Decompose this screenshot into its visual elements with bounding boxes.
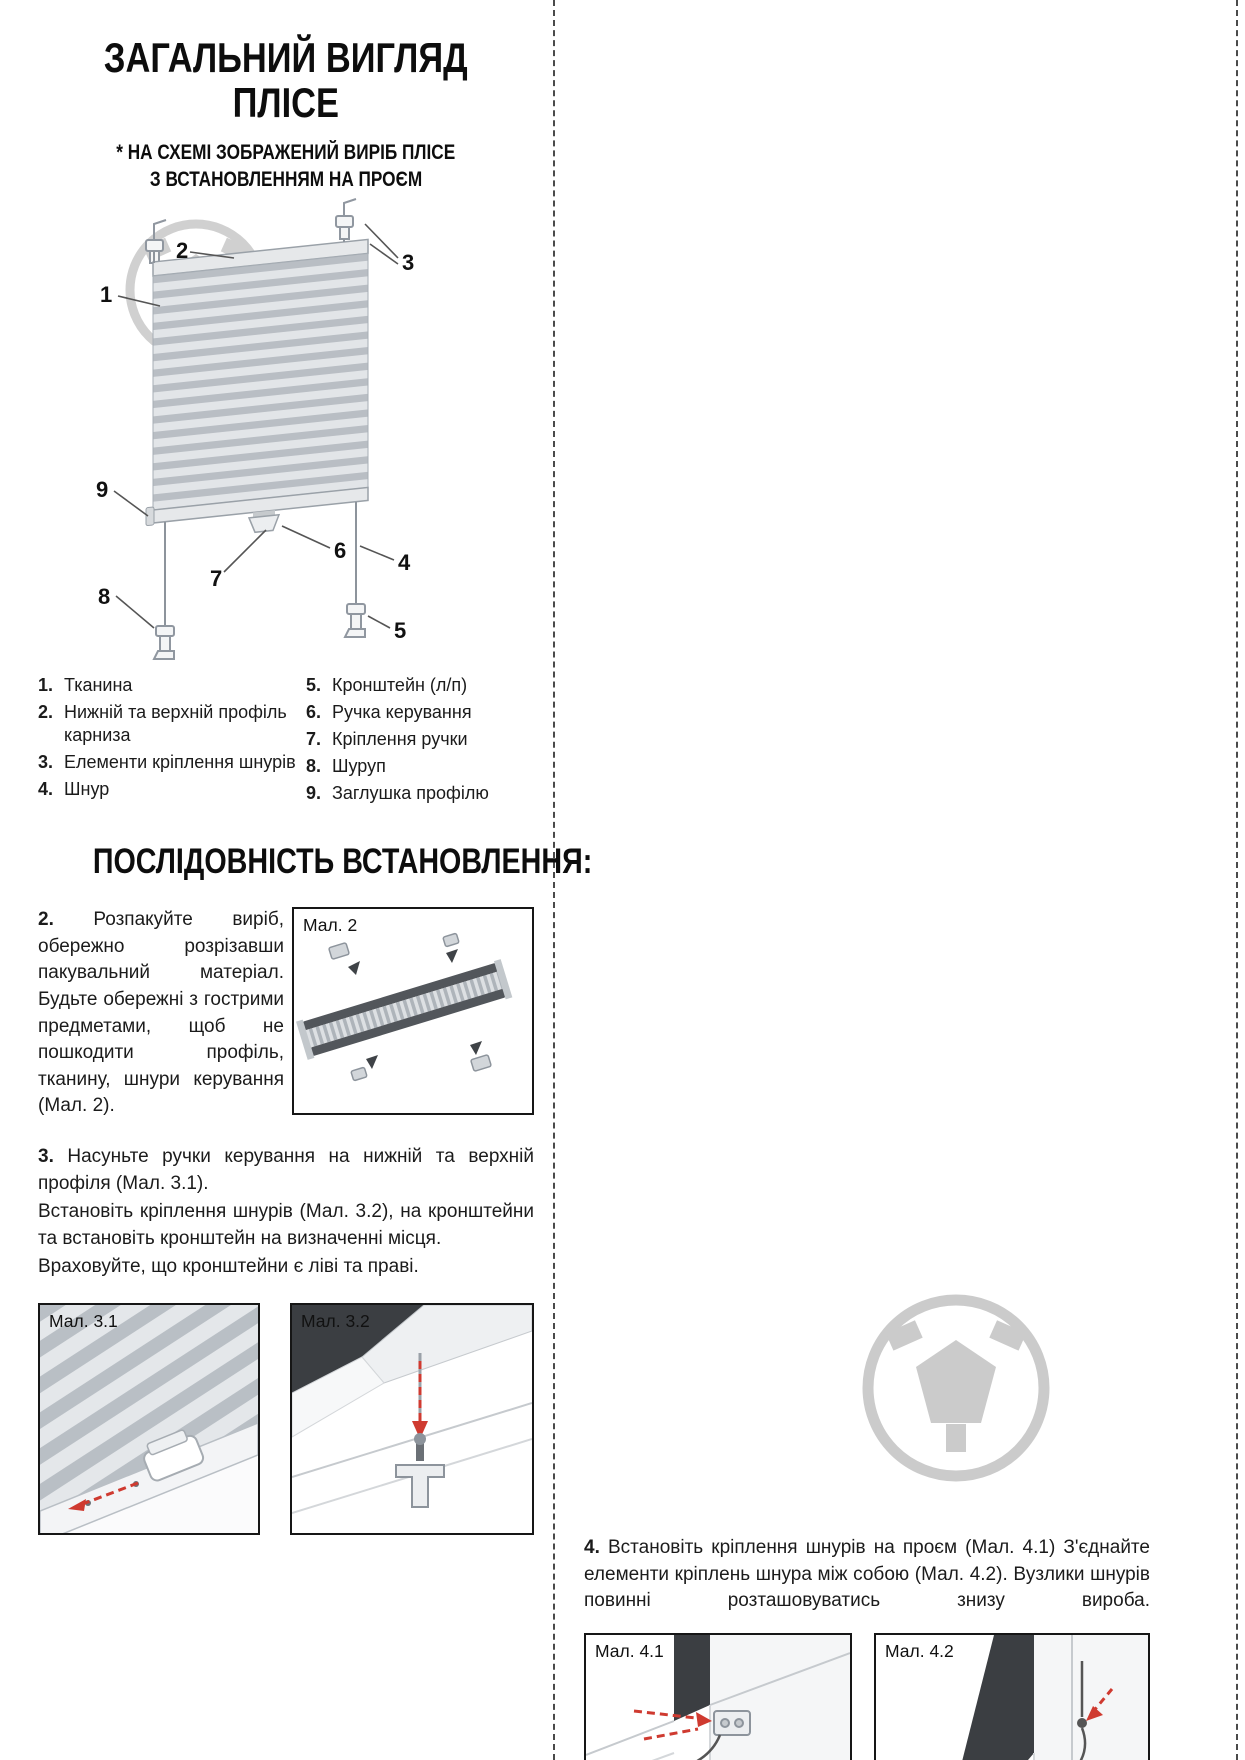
blind-body xyxy=(145,238,369,533)
legend-item: 5.Кронштейн (л/п) xyxy=(306,674,468,695)
page-title-line1: ЗАГАЛЬНИЙ ВИГЛЯД xyxy=(104,34,468,81)
step-3-line1: 3. Насуньте ручки керування на нижній та… xyxy=(38,1146,535,1194)
figure-4-2-illustration: ✂ xyxy=(876,1634,1148,1760)
legend-item: 2.Нижній та верхній профіль карниза xyxy=(38,701,287,745)
red-arrow xyxy=(79,1481,139,1507)
callout-2: 2 xyxy=(176,238,188,263)
figure-4-1: Мал. 4.1 xyxy=(584,1632,852,1760)
page-subtitle-line2: З ВСТАНОВЛЕННЯМ НА ПРОЄМ xyxy=(149,168,423,192)
top-brackets xyxy=(145,197,357,264)
callout-1: 1 xyxy=(100,282,112,307)
figures-4-row: Мал. 4.1 xyxy=(584,1632,1150,1760)
callout-3: 3 xyxy=(402,250,414,275)
install-sequence-heading: ПОСЛІДОВНІСТЬ ВСТАНОВЛЕННЯ: xyxy=(92,841,593,881)
page-title: ЗАГАЛЬНИЙ ВИГЛЯД ПЛІСЕ xyxy=(38,34,534,126)
figure-4-1-illustration xyxy=(586,1634,850,1760)
control-handle xyxy=(143,1429,205,1482)
step-3-line3: Враховуйте, що кронштейни є ліві та прав… xyxy=(38,1256,419,1278)
figure-2-illustration xyxy=(296,933,513,1082)
mount-bracket xyxy=(395,1464,445,1508)
figure-3-1-label: Мал. 3.1 xyxy=(49,1311,118,1331)
figure-4-2-label: Мал. 4.2 xyxy=(885,1640,954,1661)
figure-3-1-illustration xyxy=(40,1305,258,1533)
figure-3-2: Мал. 3.2 xyxy=(290,1303,534,1535)
callout-6: 6 xyxy=(334,538,346,563)
step-3-block: 3. Насуньте ручки керування на нижній та… xyxy=(38,1144,534,1281)
step-3-line2: Встановіть кріплення шнурів (Мал. 3.2), … xyxy=(38,1201,534,1249)
figures-3-row: Мал. 3.1 xyxy=(38,1303,534,1535)
diagram-legend: 1.Тканина 2.Нижній та верхній профіль ка… xyxy=(38,674,534,809)
figure-4-1-label: Мал. 4.1 xyxy=(595,1640,664,1661)
figure-3-2-label: Мал. 3.2 xyxy=(301,1311,370,1331)
red-arrow xyxy=(633,1709,699,1741)
figure-2-label: Мал. 2 xyxy=(303,915,358,936)
figure-2: Мал. 2 xyxy=(292,907,534,1116)
step-2-block: 2. Розпакуйте виріб, обережно розрізавши… xyxy=(38,907,534,1120)
cord-end xyxy=(1079,1727,1087,1760)
column-divider-line xyxy=(553,0,555,1760)
legend-item: 9.Заглушка профілю xyxy=(306,782,489,803)
cord-bracket xyxy=(713,1709,751,1736)
callout-4: 4 xyxy=(398,550,411,575)
page-subtitle-line1: * НА СХЕМІ ЗОБРАЖЕНИЙ ВИРІБ ПЛІСЕ xyxy=(116,141,456,165)
page-title-line2: ПЛІСЕ xyxy=(232,78,340,126)
right-column: 4. Встановіть кріплення шнурів на проєм … xyxy=(584,1535,1150,1760)
cords xyxy=(153,238,357,626)
callout-5: 5 xyxy=(394,618,406,643)
legend-item: 3.Елементи кріплення шнурів xyxy=(38,751,296,772)
figure-4-2: Мал. 4.2 ✂ xyxy=(874,1632,1150,1760)
page-edge-line xyxy=(1236,0,1238,1760)
legend-item: 8.Шуруп xyxy=(306,755,386,776)
legend-column-1: 1.Тканина 2.Нижній та верхній профіль ка… xyxy=(38,674,306,809)
callout-9: 9 xyxy=(96,477,108,502)
brand-watermark-icon xyxy=(862,1294,1050,1482)
callout-8: 8 xyxy=(98,584,110,609)
figure-3-1: Мал. 3.1 xyxy=(38,1303,260,1535)
legend-column-2: 5.Кронштейн (л/п) 6.Ручка керування 7.Кр… xyxy=(306,674,534,809)
bottom-brackets xyxy=(152,602,366,660)
legend-item: 7.Кріплення ручки xyxy=(306,728,468,749)
step-2-text: 2. Розпакуйте виріб, обережно розрізавши… xyxy=(38,909,284,1117)
callout-lines xyxy=(113,223,399,629)
page-subtitle: * НА СХЕМІ ЗОБРАЖЕНИЙ ВИРІБ ПЛІСЕ З ВСТА… xyxy=(38,139,534,194)
left-column: ЗАГАЛЬНИЙ ВИГЛЯД ПЛІСЕ * НА СХЕМІ ЗОБРАЖ… xyxy=(38,34,593,1535)
overview-diagram: 1 2 3 9 7 6 4 8 5 xyxy=(38,197,534,668)
cord xyxy=(695,1734,722,1760)
pleated-blind-diagram: 1 2 3 9 7 6 4 8 5 xyxy=(96,197,414,660)
figure-3-2-illustration xyxy=(292,1305,532,1533)
scissors-icon: ✂ xyxy=(1052,1749,1102,1760)
cord-knot xyxy=(1077,1717,1087,1728)
step-4-text: 4. Встановіть кріплення шнурів на проєм … xyxy=(584,1537,1150,1612)
legend-item: 4.Шнур xyxy=(38,778,110,799)
legend-item: 6.Ручка керування xyxy=(306,701,472,722)
legend-item: 1.Тканина xyxy=(38,674,133,695)
callout-7: 7 xyxy=(210,566,222,591)
